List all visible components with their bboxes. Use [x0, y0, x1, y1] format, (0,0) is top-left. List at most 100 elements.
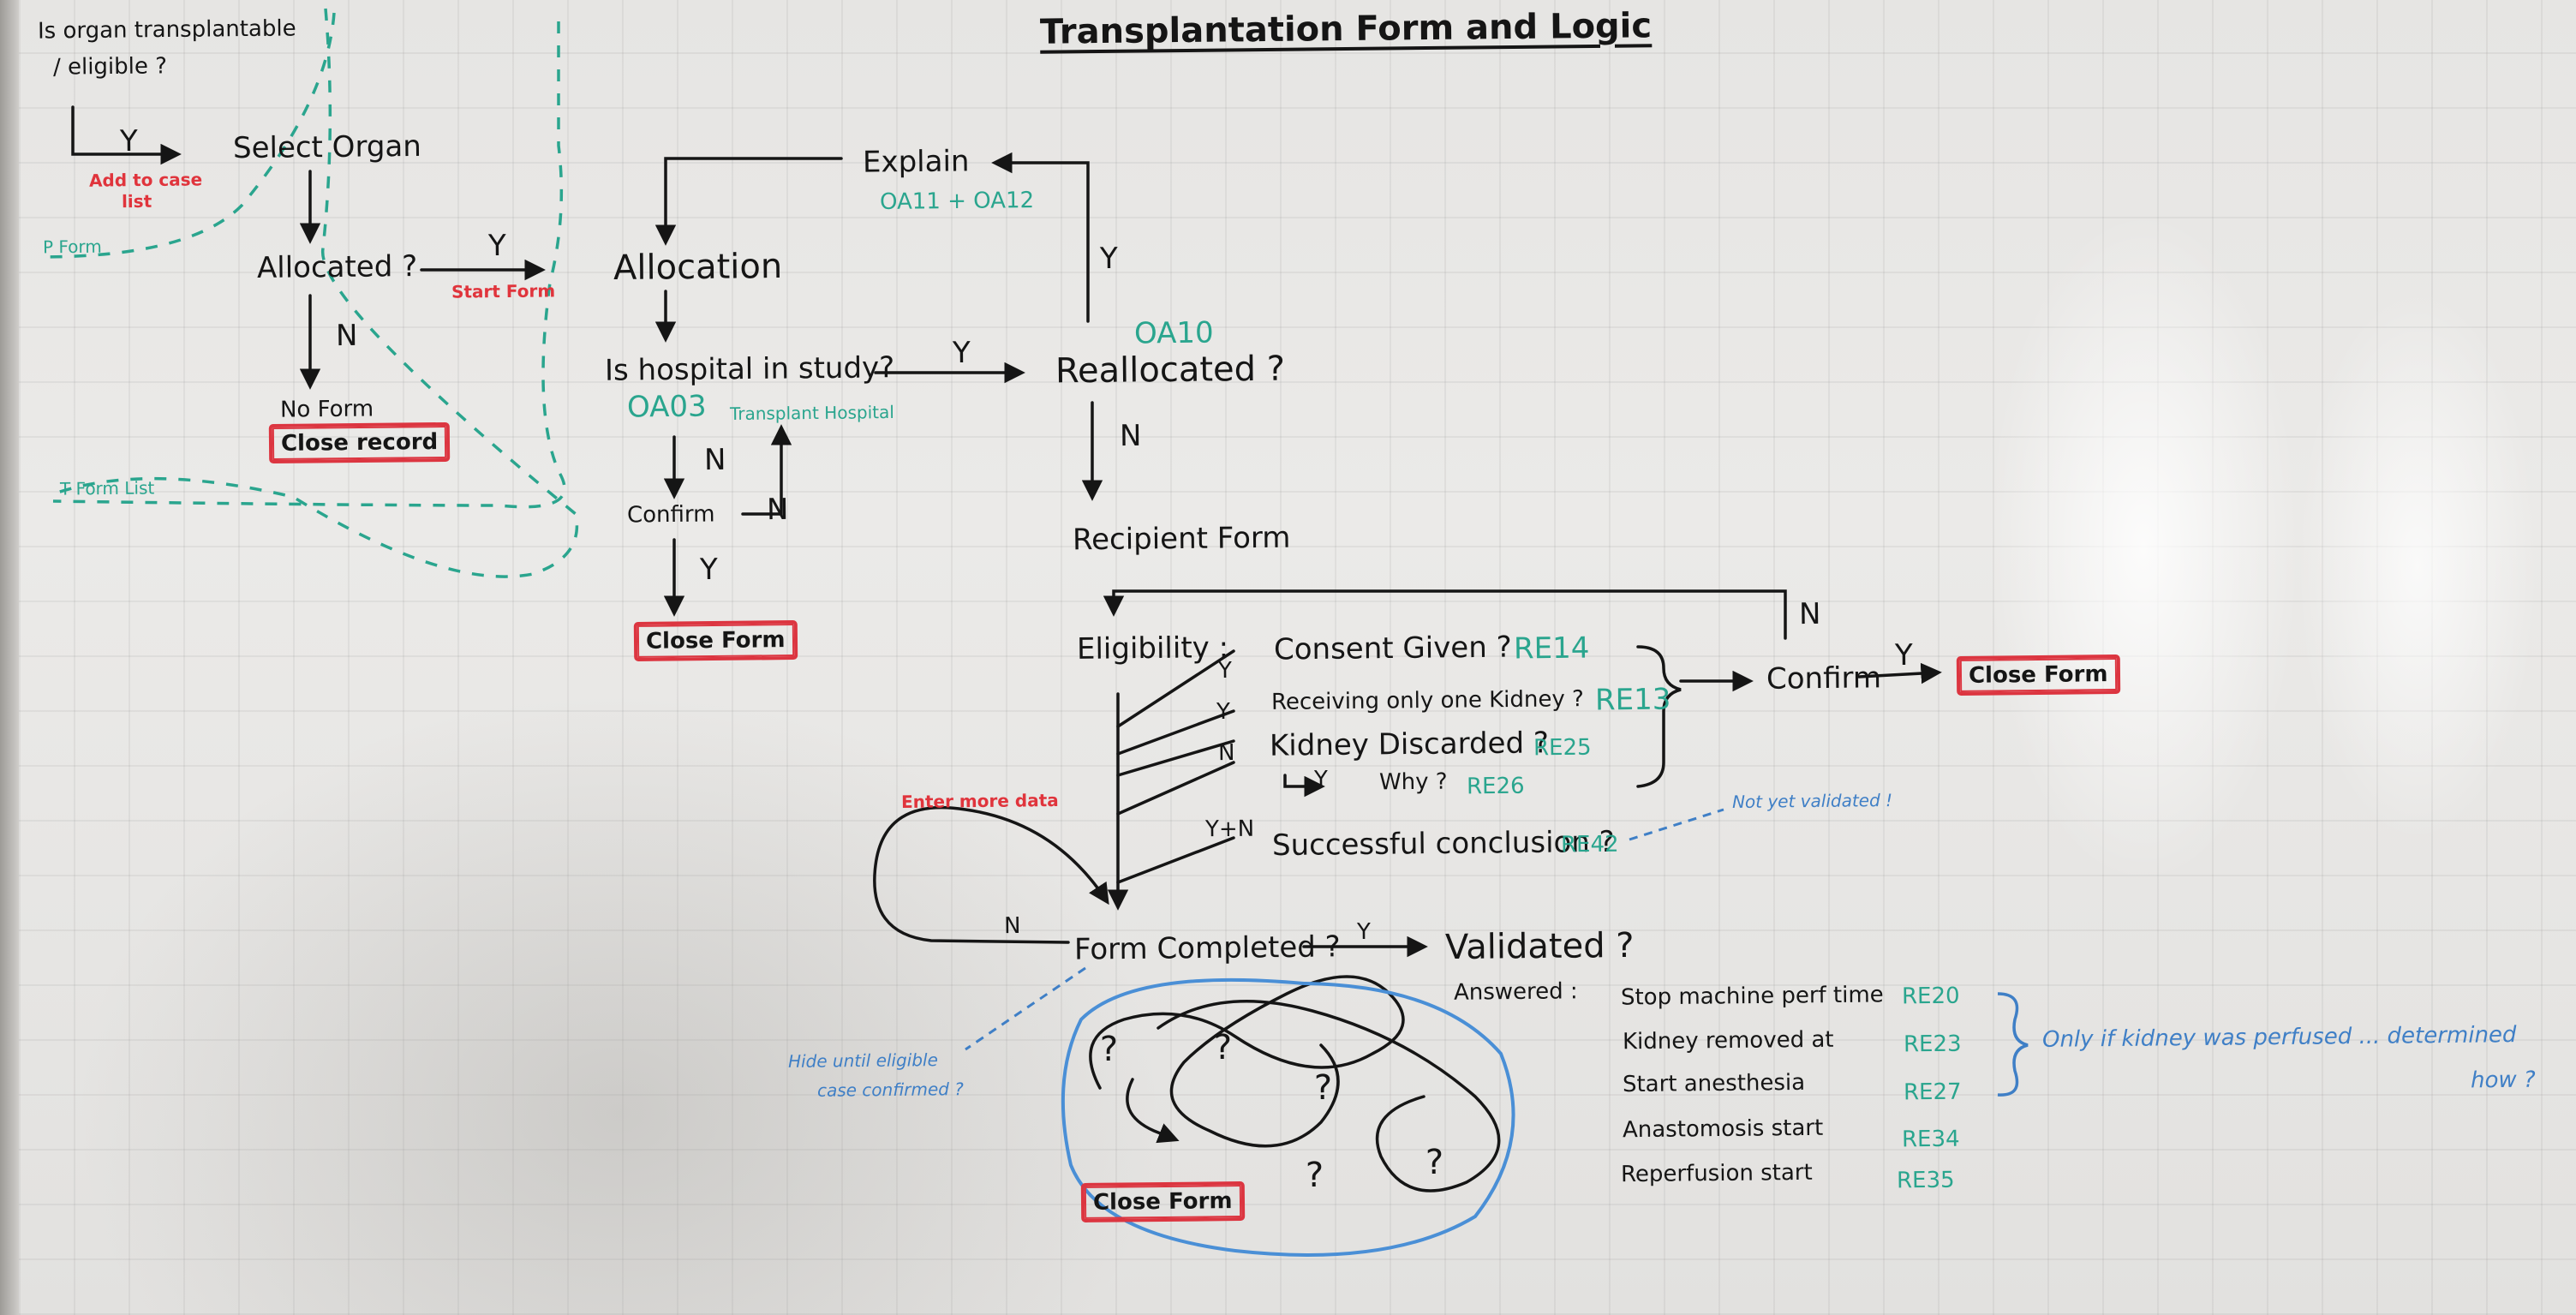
allocation-close-form-box: Close Form	[633, 620, 798, 661]
reallocated-code: OA10	[1133, 315, 1214, 351]
eligibility-confirm-yes-label: Y	[1894, 637, 1913, 673]
completion-close-form-box: Close Form	[1080, 1181, 1245, 1222]
discarded-branch	[1116, 739, 1235, 777]
explain-codes: OA11 + OA12	[879, 188, 1035, 215]
question-mark-2: ?	[1213, 1027, 1233, 1068]
consent-code: RE14	[1513, 631, 1590, 666]
one-kidney-branch-label: Y	[1216, 698, 1231, 726]
why-branch-label: Y	[1313, 766, 1329, 793]
completed-no-label: N	[1003, 912, 1021, 940]
successful-branch-label: Y+N	[1204, 816, 1255, 843]
enter-more-loop-arrow	[873, 805, 1109, 944]
select-organ-label: Select Organ	[232, 129, 422, 166]
consent-given-question: Consent Given ?	[1273, 630, 1512, 667]
explain-to-allocation-arrow	[654, 157, 843, 246]
question-mark-3: ?	[1313, 1067, 1333, 1109]
allocated-yes-label: Y	[487, 228, 506, 264]
confirm-no-label: N	[766, 492, 789, 528]
question-mark-1: ?	[1099, 1029, 1119, 1070]
one-kidney-question: Receiving only one Kidney ?	[1270, 686, 1585, 715]
confirm-yes-label: Y	[699, 552, 718, 588]
form-completed-question: Form Completed ?	[1073, 929, 1341, 967]
reallocated-question: Reallocated ?	[1055, 349, 1286, 392]
whiteboard: Transplantation Form and Logic Is organ …	[19, 0, 2576, 1315]
t-form-list-label: T Form List	[59, 477, 155, 499]
p-form-label: P Form	[42, 236, 102, 258]
why-branch	[1116, 761, 1235, 816]
reallocated-no-label: N	[1119, 418, 1142, 454]
question-mark-4: ?	[1305, 1155, 1324, 1196]
answer-code-5: RE35	[1896, 1167, 1955, 1194]
eligibility-brace	[1636, 645, 1682, 788]
uncertainty-squiggle-1	[1089, 975, 1405, 1148]
answered-label: Answered :	[1453, 978, 1578, 1006]
one-kidney-branch	[1116, 709, 1235, 756]
explain-label: Explain	[862, 144, 970, 180]
add-to-case-note-line2: list	[121, 190, 152, 212]
eligibility-confirm-no-label: N	[1798, 596, 1821, 632]
diagram-connectors	[39, 8, 2029, 1257]
eligibility-label: Eligibility :	[1076, 631, 1229, 666]
recipient-form-label: Recipient Form	[1072, 520, 1291, 558]
diagram-title: Transplantation Form and Logic	[1039, 6, 1653, 52]
add-to-case-note: Add to case	[88, 169, 203, 191]
uncertainty-cloud	[1061, 977, 1515, 1257]
reallocated-to-explain-arrow	[991, 152, 1090, 323]
enter-more-data-note: Enter more data	[900, 790, 1059, 812]
answer-item-1: Stop machine perf time	[1620, 982, 1884, 1011]
consent-branch	[1116, 649, 1235, 728]
successful-code: RE42	[1560, 831, 1619, 858]
discarded-code: RE25	[1533, 734, 1592, 762]
perfused-note-how: how ?	[2470, 1067, 2536, 1094]
answer-item-2: Kidney removed at	[1622, 1026, 1834, 1055]
hospital-yes-label: Y	[952, 335, 971, 371]
hospital-code: OA03	[626, 389, 707, 425]
allocated-question: Allocated ?	[256, 249, 418, 285]
uncertainty-squiggle-2	[1157, 1000, 1501, 1192]
successful-branch	[1116, 836, 1235, 884]
answer-code-4: RE34	[1901, 1126, 1960, 1153]
not-validated-note: Not yet validated !	[1731, 790, 1893, 812]
confirm-label: Confirm	[626, 501, 715, 529]
confirm-to-close-arrow	[1857, 662, 1942, 684]
completed-yes-label: Y	[1356, 918, 1372, 946]
hide-until-eligible-note: Hide until eligible	[787, 1049, 938, 1072]
eligibility-close-form-box: Close Form	[1956, 655, 2120, 696]
explain-yes-label: Y	[1099, 241, 1118, 277]
answer-code-1: RE20	[1901, 983, 1960, 1010]
not-validated-pointer	[1629, 808, 1724, 841]
squiggle-end-arrow	[1126, 1078, 1180, 1144]
t-form-region-border	[57, 8, 579, 578]
transplant-hospital-note: Transplant Hospital	[729, 401, 894, 425]
confirm-no-to-eligibility-arrow	[1103, 589, 1787, 640]
hide-note-pointer	[965, 966, 1086, 1051]
perfused-brace	[1997, 992, 2029, 1097]
answer-code-3: RE27	[1903, 1079, 1962, 1106]
p-form-region-border	[39, 12, 336, 259]
yes-label: Y	[119, 123, 138, 159]
why-arrow	[1283, 774, 1325, 798]
no-form-label: No Form	[279, 396, 374, 423]
consent-branch-label: Y	[1217, 657, 1233, 684]
start-form-note: Start Form	[451, 280, 556, 302]
perfused-note: Only if kidney was perfused ... determin…	[2041, 1022, 2517, 1053]
allocation-label: Allocation	[613, 246, 783, 289]
whiteboard-frame	[0, 0, 19, 1315]
transplantable-question: Is organ transplantable	[37, 15, 296, 45]
eligible-question: / eligible ?	[52, 53, 168, 81]
one-kidney-code: RE13	[1594, 682, 1671, 718]
why-code: RE26	[1466, 773, 1525, 800]
discarded-branch-label: N	[1217, 739, 1235, 767]
confirm-no-loop-arrow	[741, 424, 792, 516]
case-confirmed-note: case confirmed ?	[816, 1079, 964, 1101]
answer-item-4: Anastomosis start	[1622, 1115, 1824, 1144]
allocated-no-label: N	[335, 318, 358, 354]
hospital-no-label: N	[703, 442, 726, 478]
question-mark-5: ?	[1425, 1142, 1444, 1183]
eligibility-confirm-label: Confirm	[1766, 660, 1882, 696]
yes-to-select-organ-arrow	[71, 105, 182, 165]
answer-item-5: Reperfusion start	[1620, 1159, 1813, 1188]
why-question: Why ?	[1378, 768, 1448, 796]
t-form-list-border	[52, 21, 566, 509]
answer-item-3: Start anesthesia	[1622, 1069, 1806, 1098]
